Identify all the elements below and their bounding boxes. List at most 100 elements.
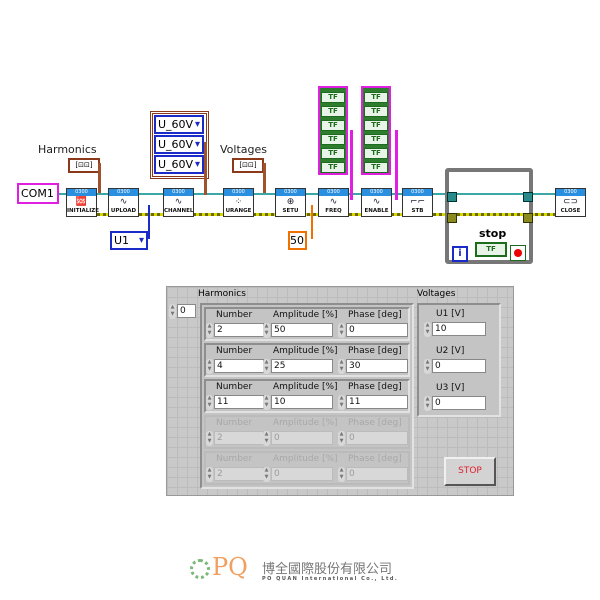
number-label: Number [216, 382, 253, 392]
bool-constant[interactable]: TF [364, 162, 388, 173]
node-label: STB [411, 208, 424, 214]
initialize-icon: 🆘 [75, 197, 88, 207]
spinner-icon: ▲▼ [338, 431, 345, 446]
spinner-icon: ▲▼ [206, 431, 213, 446]
loop-condition-icon [510, 245, 526, 261]
spinner-icon[interactable]: ▲▼ [338, 395, 345, 410]
subvi-close[interactable]: 0300⊂⊃CLOSE [555, 188, 586, 217]
bool-constant[interactable]: TF [364, 120, 388, 131]
amplitude-input[interactable]: 25 [271, 359, 333, 373]
amplitude-input[interactable]: 10 [271, 395, 333, 409]
tunnel-error-in [447, 213, 457, 223]
while-loop: stop TF i [445, 168, 533, 264]
com-port-constant[interactable]: COM1 [17, 183, 59, 204]
voltage-input[interactable]: 0 [432, 396, 486, 410]
harmonics-cluster-constant[interactable]: [⊡⊡] [68, 158, 100, 173]
spinner-icon[interactable]: ▲▼ [424, 396, 431, 411]
spinner-icon[interactable]: ▲▼ [263, 395, 270, 410]
range-enum-2[interactable]: U_60V [154, 135, 204, 154]
spinner-icon: ▲▼ [263, 431, 270, 446]
amplitude-input[interactable]: 50 [271, 323, 333, 337]
spinner-icon[interactable]: ▲▼ [424, 322, 431, 337]
phase-label: Phase [deg] [348, 418, 402, 428]
voltage-input[interactable]: 0 [432, 359, 486, 373]
number-input[interactable]: 11 [214, 395, 264, 409]
bool-constant[interactable]: TF [321, 92, 345, 103]
voltages-cluster-constant[interactable]: [⊡⊡] [232, 158, 264, 173]
range-wire [204, 142, 207, 195]
node-label: FREQ [325, 208, 342, 214]
array-index-value[interactable]: 0 [177, 304, 196, 318]
bool-constant[interactable]: TF [321, 106, 345, 117]
number-input[interactable]: 2 [214, 323, 264, 337]
range-enum-array: U_60V U_60V U_60V [150, 111, 209, 179]
harmonics-title: Harmonics [198, 289, 246, 299]
setu-icon: ⊕ [286, 197, 295, 207]
bool-constant[interactable]: TF [364, 106, 388, 117]
subvi-channel[interactable]: 0300∿CHANNEL [163, 188, 194, 217]
voltages-wire [263, 163, 266, 193]
number-input[interactable]: 4 [214, 359, 264, 373]
voltage-input[interactable]: 10 [432, 322, 486, 336]
voltages-title: Voltages [417, 289, 456, 299]
voltage-label: U2 [V] [436, 346, 465, 356]
bool-constant[interactable]: TF [364, 134, 388, 145]
spinner-icon[interactable]: ▲▼ [263, 323, 270, 338]
bool-constant[interactable]: TF [364, 92, 388, 103]
spinner-icon[interactable]: ▲▼ [206, 323, 213, 338]
index-spinner-icon[interactable]: ▲▼ [169, 304, 176, 319]
phase-input[interactable]: 0 [346, 323, 408, 337]
subvi-enable[interactable]: 0300∿ENABLE [361, 188, 392, 217]
channel-enum[interactable]: U1 [110, 231, 148, 250]
number-label: Number [216, 454, 253, 464]
node-header: 0300 [362, 189, 391, 196]
bool-constant[interactable]: TF [364, 148, 388, 159]
close-icon: ⊂⊃ [562, 197, 579, 207]
freq-constant[interactable]: 50 [288, 231, 307, 250]
stop-terminal: TF [475, 242, 507, 257]
company-logo: PQ 博全國際股份有限公司 PO QUAN International Co.,… [190, 553, 410, 585]
voltage-label: U3 [V] [436, 383, 465, 393]
node-header: 0300 [67, 189, 96, 196]
phase-input: 0 [346, 431, 408, 445]
amplitude-label: Amplitude [%] [273, 418, 338, 428]
phase-input[interactable]: 30 [346, 359, 408, 373]
subvi-initialize[interactable]: 0300🆘INITIALIZE [66, 188, 99, 217]
range-enum-1[interactable]: U_60V [154, 115, 204, 134]
range-enum-3[interactable]: U_60V [154, 155, 204, 174]
phase-input[interactable]: 11 [346, 395, 408, 409]
spinner-icon[interactable]: ▲▼ [206, 359, 213, 374]
subvi-setu[interactable]: 0300⊕SETU [275, 188, 306, 217]
node-header: 0300 [109, 189, 138, 196]
subvi-freq[interactable]: 0300∿FREQ [318, 188, 349, 217]
upload-icon: ∿ [119, 197, 128, 207]
spinner-icon: ▲▼ [338, 467, 345, 482]
node-label: CLOSE [560, 208, 581, 214]
bool-constant[interactable]: TF [321, 162, 345, 173]
bool-constant[interactable]: TF [321, 120, 345, 131]
subvi-upload[interactable]: 0300∿UPLOAD [108, 188, 139, 217]
spinner-icon[interactable]: ▲▼ [424, 359, 431, 374]
logo-name-en: PO QUAN International Co., Ltd. [262, 576, 399, 582]
spinner-icon[interactable]: ▲▼ [206, 395, 213, 410]
spinner-icon[interactable]: ▲▼ [338, 359, 345, 374]
bool-constant[interactable]: TF [321, 148, 345, 159]
spinner-icon[interactable]: ▲▼ [338, 323, 345, 338]
voltage-label: U1 [V] [436, 309, 465, 319]
spinner-icon[interactable]: ▲▼ [263, 359, 270, 374]
amplitude-label: Amplitude [%] [273, 454, 338, 464]
amplitude-label: Amplitude [%] [273, 346, 338, 356]
node-header: 0300 [556, 189, 585, 196]
amplitude-label: Amplitude [%] [273, 382, 338, 392]
subvi-urange[interactable]: 0300⁘URANGE [223, 188, 254, 217]
harmonics-label: Harmonics [38, 143, 97, 156]
bool-constant[interactable]: TF [321, 134, 345, 145]
channel-wire [148, 205, 150, 239]
phase-label: Phase [deg] [348, 382, 402, 392]
stop-button[interactable]: STOP [444, 457, 496, 486]
subvi-stb[interactable]: 0300⌐⌐STB [402, 188, 433, 217]
